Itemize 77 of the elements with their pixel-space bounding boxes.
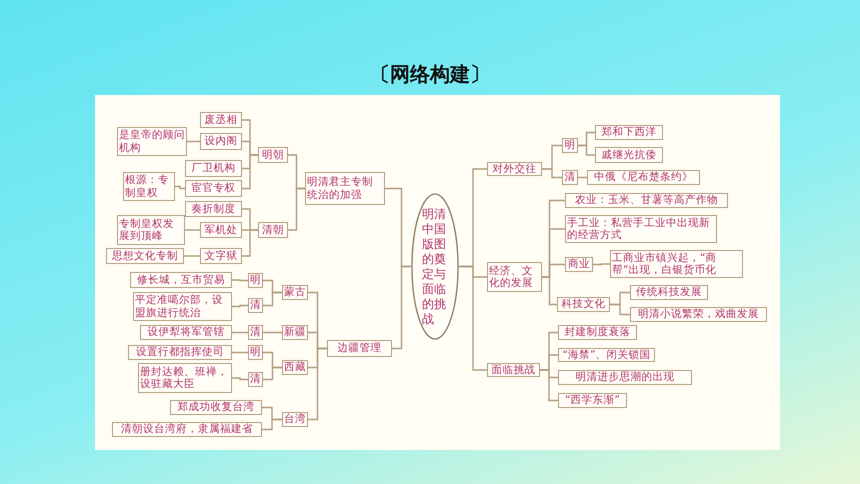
connector-line [232,279,248,282]
topic-box: 对外交往 [487,162,542,176]
topic-box: 明 [248,345,263,360]
topic-box: 农业：玉米、甘薯等高产作物 [565,193,728,208]
topic-box: 根源：专制皇权 [123,172,175,201]
topic-box: 新疆 [282,325,308,340]
topic-box: 清 [248,325,263,340]
topic-box: 经济、文化的发展 [487,262,542,292]
connector-line [185,229,200,231]
topic-box: 商业 [565,257,593,272]
topic-box: 明清君主专制统治的加强 [305,172,385,205]
topic-box: 台湾 [282,412,308,427]
topic-box: “西学东渐” [558,393,627,408]
topic-box: 平定准噶尔部，设盟旗进行统治 [133,292,232,321]
topic-box: 奏折制度 [185,201,242,217]
connector-line [263,366,282,380]
topic-box: 明清进步思潮的出现 [558,370,692,385]
connector-line [184,255,200,257]
topic-box: 明 [562,138,578,153]
topic-box: 清朝 [258,222,288,238]
connector-line [288,188,305,231]
connector-line [610,304,630,316]
topic-box: 郑成功收复台湾 [170,400,262,415]
topic-box: 明朝 [258,147,288,163]
topic-box: 军机处 [200,222,242,238]
topic-box: 清 [562,170,578,185]
connector-line [232,304,248,308]
connector-line [175,186,185,190]
topic-box: 蒙古 [282,285,308,300]
connector-line [392,266,411,350]
topic-box: 清 [248,372,263,387]
topic-box: 明清小说繁荣，戏曲发展 [630,307,767,322]
connector-line [308,348,327,420]
topic-box: 明 [248,273,263,288]
connector-line [242,229,258,257]
connector-line [542,168,562,178]
connector-line [263,332,282,334]
topic-box: 设置行都指挥使司 [128,345,232,360]
topic-box: 清 [248,298,263,313]
connector-line [262,418,282,430]
topic-box: 西藏 [282,360,308,375]
topic-box: 戚继光抗倭 [595,147,663,163]
topic-box: 厂卫机构 [185,160,242,177]
connector-line [578,144,595,156]
topic-box: 中俄《尼布楚条约》 [587,170,700,185]
topic-box: 册封达赖、班禅，设驻藏大臣 [138,363,232,393]
topic-ellipse: 明清中国版图的奠定与面临的挑战 [411,193,459,340]
topic-box: 修长城，互市贸易 [130,272,232,288]
connector-line [232,332,248,334]
topic-box: 文字狱 [200,248,242,264]
topic-box: 宦官专权 [185,180,242,197]
topic-box: 面临挑战 [487,363,540,377]
connector-line [187,140,200,142]
topic-box: 科技文化 [557,297,610,312]
connector-line [593,263,610,266]
connector-line [232,377,248,380]
topic-box: 设伊犁将军管辖 [140,325,232,340]
connector-line [542,276,557,306]
connector-line [263,292,282,306]
title: 〔网络构建〕 [369,61,491,88]
topic-box: 工商业市镇兴起，“商帮”出现，白银货币化 [610,250,743,278]
topic-box: 郑和下西洋 [595,125,663,140]
topic-box: 清朝设台湾府，隶属福建省 [112,422,262,437]
topic-box: 手工业：私营手工业中出现新的经营方式 [565,215,717,243]
topic-box: 思想文化专制 [106,248,184,264]
topic-box: 专制皇权发展到顶峰 [117,215,185,245]
topic-box: “海禁”、闭关锁国 [558,348,655,362]
connector-line [242,154,258,190]
topic-box: 是皇帝的顾问机构 [117,127,187,156]
connector-line [232,352,248,354]
topic-box: 边疆管理 [327,340,392,357]
topic-box: 设内阁 [200,133,242,150]
connector-line [540,369,558,402]
topic-box: 传统科技发展 [630,285,708,300]
topic-box: 废丞相 [200,112,242,128]
topic-box: 封建制度衰落 [558,325,637,340]
connector-line [459,266,487,371]
